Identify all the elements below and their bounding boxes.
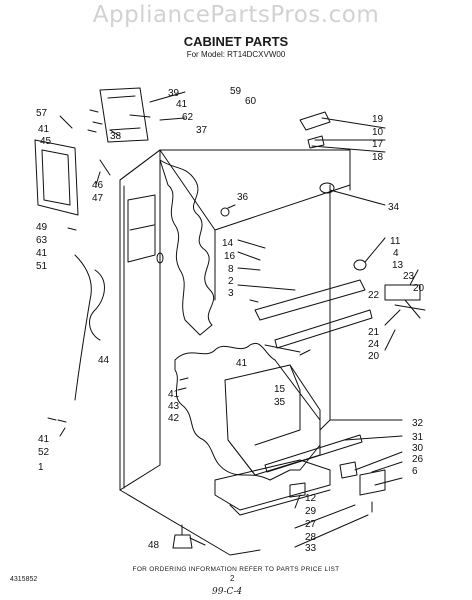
callout-23: 23 — [403, 271, 415, 282]
callout-44: 44 — [98, 355, 110, 366]
liner-inner — [224, 364, 321, 476]
callout-41: 41 — [168, 389, 180, 400]
callout-6: 6 — [412, 466, 418, 477]
callout-3: 3 — [228, 288, 234, 299]
callout-36: 36 — [237, 192, 249, 203]
rail-upper — [254, 279, 366, 321]
callout-12: 12 — [305, 493, 317, 504]
callout-33: 33 — [305, 543, 317, 554]
cabinet-side-panel — [119, 149, 161, 489]
cutaway-lower — [174, 342, 321, 481]
callout-14: 14 — [222, 238, 234, 249]
ordering-note: FOR ORDERING INFORMATION REFER TO PARTS … — [132, 566, 340, 573]
callout-34: 34 — [388, 202, 400, 213]
callout-22: 22 — [368, 290, 380, 301]
callout-57: 57 — [36, 108, 48, 119]
lower-hinge — [359, 469, 386, 496]
document-number: 4315852 — [10, 576, 38, 583]
callout-27: 27 — [305, 519, 317, 530]
callout-63: 63 — [36, 235, 48, 246]
cutaway-upper — [159, 159, 215, 336]
callout-21: 21 — [368, 327, 380, 338]
callout-49: 49 — [36, 222, 48, 233]
callout-32: 32 — [412, 418, 424, 429]
callout-20: 20 — [368, 351, 380, 362]
callout-47: 47 — [92, 193, 104, 204]
callout-43: 43 — [168, 401, 180, 412]
cabinet-front-face — [119, 149, 161, 491]
callout-28: 28 — [305, 532, 317, 543]
power-cord — [89, 269, 105, 341]
callout-52: 52 — [38, 447, 50, 458]
callout-1: 1 — [38, 462, 44, 473]
callout-41: 41 — [36, 248, 48, 259]
callout-10: 10 — [372, 127, 384, 138]
callout-41: 41 — [38, 124, 50, 135]
callout-17: 17 — [372, 139, 384, 150]
callout-19: 19 — [372, 114, 384, 125]
diagram-subtitle: For Model: RT14DCXVW00 — [186, 50, 286, 59]
handwritten-note: 99-C-4 — [212, 587, 243, 597]
callout-38: 38 — [110, 131, 122, 142]
callout-60: 60 — [245, 96, 257, 107]
callout-31: 31 — [412, 432, 424, 443]
callout-39: 39 — [168, 88, 180, 99]
watermark: AppliancePartsPros.com — [92, 2, 380, 28]
callout-18: 18 — [372, 152, 384, 163]
callout-20: 20 — [413, 283, 425, 294]
callout-15: 15 — [274, 384, 286, 395]
callout-8: 8 — [228, 264, 234, 275]
rail-middle — [274, 309, 373, 349]
rail-lower — [264, 434, 363, 473]
callout-59: 59 — [230, 86, 242, 97]
callout-24: 24 — [368, 339, 380, 350]
callout-51: 51 — [36, 261, 48, 272]
drain-tube — [74, 254, 92, 401]
callout-4: 4 — [393, 248, 399, 259]
top-hinge — [299, 111, 331, 131]
callout-16: 16 — [224, 251, 236, 262]
callout-62: 62 — [182, 112, 194, 123]
cabinet-outline — [119, 149, 351, 556]
page-number: 2 — [230, 574, 235, 583]
callout-41: 41 — [236, 358, 248, 369]
callout-30: 30 — [412, 443, 424, 454]
base-frame — [214, 459, 331, 511]
callout-2: 2 — [228, 276, 234, 287]
callout-46: 46 — [92, 180, 104, 191]
callout-41: 41 — [176, 99, 188, 110]
callout-42: 42 — [168, 413, 180, 424]
leveling-leg — [172, 534, 193, 549]
callout-37: 37 — [196, 125, 208, 136]
callout-29: 29 — [305, 506, 317, 517]
callout-45: 45 — [40, 136, 52, 147]
hinge-bracket-right — [384, 284, 421, 301]
callout-11: 11 — [390, 236, 401, 247]
callout-26: 26 — [412, 454, 424, 465]
callout-13: 13 — [392, 260, 404, 271]
diagram-title: CABINET PARTS — [183, 34, 289, 49]
control-housing — [99, 87, 149, 143]
callout-41: 41 — [38, 434, 50, 445]
callout-35: 35 — [274, 397, 286, 408]
callout-48: 48 — [148, 540, 160, 551]
side-bracket-left — [34, 139, 79, 216]
